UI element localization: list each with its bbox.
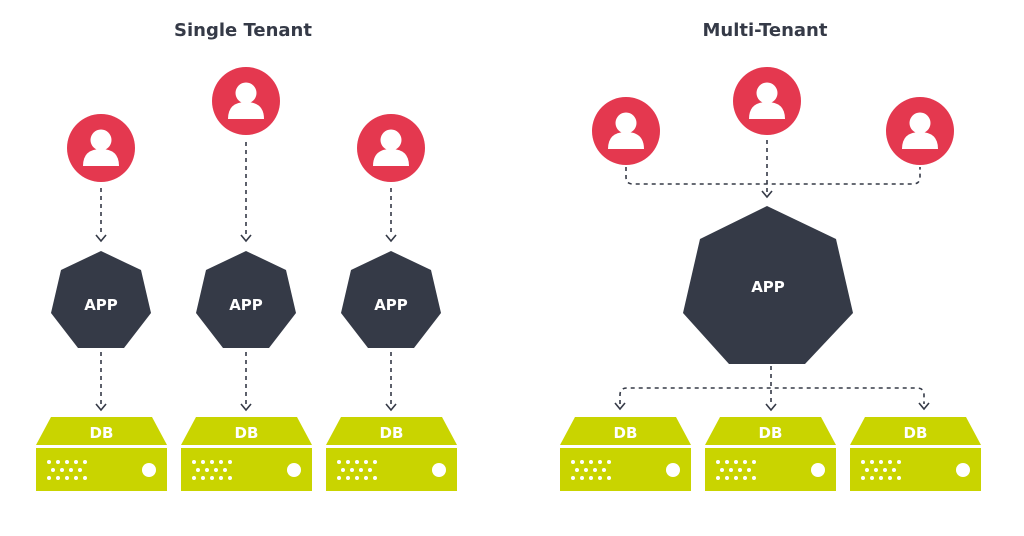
server-vent-icon — [571, 460, 611, 480]
single-user-2 — [212, 67, 280, 135]
single-db-2: DB — [181, 417, 312, 491]
single-db-3: DB — [326, 417, 457, 491]
status-light — [432, 463, 446, 477]
db-label: DB — [904, 424, 928, 442]
multi-db-1: DB — [560, 417, 691, 491]
single-app-3: APP — [341, 251, 441, 348]
app-label: APP — [374, 296, 408, 314]
single-connector-app-db-1 — [95, 352, 107, 412]
multi-user-2 — [733, 67, 801, 135]
user-icon — [212, 67, 280, 135]
multi-connector-users-app — [625, 140, 921, 199]
app-label: APP — [751, 278, 785, 296]
single-connector-user-app-3 — [385, 188, 397, 243]
status-light — [956, 463, 970, 477]
app-label: APP — [84, 296, 118, 314]
db-label: DB — [380, 424, 404, 442]
multi-user-3 — [886, 97, 954, 165]
single-connector-user-app-2 — [240, 142, 252, 243]
multi-db-3: DB — [850, 417, 981, 491]
user-icon — [67, 114, 135, 182]
single-connector-app-db-3 — [385, 352, 397, 412]
single-db-1: DB — [36, 417, 167, 491]
single-user-1 — [67, 114, 135, 182]
server-vent-icon — [47, 460, 87, 480]
app-label: APP — [229, 296, 263, 314]
user-icon — [592, 97, 660, 165]
multi-connector-app-dbs — [614, 366, 930, 412]
single-connector-user-app-1 — [95, 188, 107, 243]
db-label: DB — [759, 424, 783, 442]
single-app-1: APP — [51, 251, 151, 348]
status-light — [666, 463, 680, 477]
server-vent-icon — [716, 460, 756, 480]
user-icon — [733, 67, 801, 135]
db-label: DB — [90, 424, 114, 442]
multi-db-2: DB — [705, 417, 836, 491]
user-icon — [886, 97, 954, 165]
multi-app: APP — [683, 206, 853, 364]
server-vent-icon — [861, 460, 901, 480]
status-light — [142, 463, 156, 477]
db-label: DB — [614, 424, 638, 442]
multi-user-1 — [592, 97, 660, 165]
server-vent-icon — [192, 460, 232, 480]
multi-tenant-title: Multi-Tenant — [702, 20, 828, 41]
db-label: DB — [235, 424, 259, 442]
user-icon — [357, 114, 425, 182]
single-user-3 — [357, 114, 425, 182]
single-app-2: APP — [196, 251, 296, 348]
server-vent-icon — [337, 460, 377, 480]
single-tenant-title: Single Tenant — [174, 20, 312, 41]
status-light — [811, 463, 825, 477]
status-light — [287, 463, 301, 477]
single-connector-app-db-2 — [240, 352, 252, 412]
